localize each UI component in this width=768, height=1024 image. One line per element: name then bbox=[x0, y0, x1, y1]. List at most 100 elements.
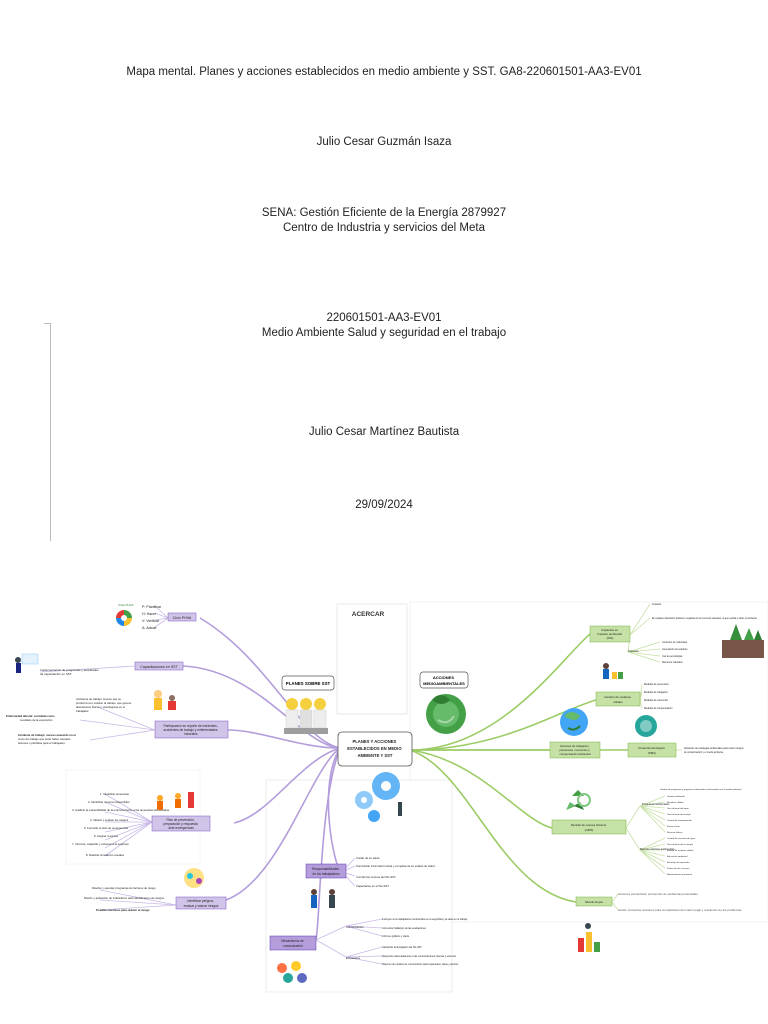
pia-label-1: Capacitar en bbox=[601, 628, 618, 632]
waste-label-1: Gestión de residuos bbox=[604, 695, 631, 699]
training-center: Centro de Industria y servicios del Meta bbox=[283, 222, 485, 234]
waste-measure-3: Medidas de corrección bbox=[644, 699, 669, 702]
training-label: Capacitaciones en SST bbox=[140, 665, 178, 669]
svg-text:PLANES Y ACCIONES ESTABLEC: PLANES Y ACCIONES ESTABLECIDOS EN MEDIO … bbox=[347, 739, 403, 758]
team-illustration bbox=[277, 961, 307, 983]
waste-node bbox=[595, 691, 641, 707]
incident-note-3b: curso del trabajo que pudo haber causado bbox=[18, 737, 71, 741]
document-date: 29/09/2024 bbox=[355, 499, 413, 511]
svg-text:Responsabilidades de los: Responsabilidades de los trabajadores bbox=[312, 867, 340, 876]
chart-illustration bbox=[578, 923, 600, 952]
risk-note-3: Posibles acciones para reducir el riesgo bbox=[96, 908, 150, 912]
phva-item-h: H: Hacer bbox=[142, 612, 157, 616]
pia-note-impact: Impacto bbox=[652, 602, 662, 606]
comm-note-4: Garantizar la divulgación del SG-SST bbox=[382, 946, 422, 949]
practice-4: Educación ambiental bbox=[667, 855, 688, 858]
waste-measure-1: Medidas de prevención bbox=[644, 683, 669, 686]
workers-illustration bbox=[284, 698, 328, 734]
practice-7: Mantenimiento preventivo bbox=[667, 873, 693, 876]
emergency-step-7: 7. Informar, capacitar y entrenar a la e… bbox=[72, 842, 129, 846]
pia-practice-4: Recursos naturales bbox=[662, 661, 683, 664]
resp-note-2: Suministrar información clara y completa… bbox=[356, 864, 435, 868]
emergency-label-2: preparación y respuesta bbox=[163, 822, 197, 826]
program-3: Uso eficiente del agua bbox=[667, 807, 689, 810]
incidents-label-3: laborales bbox=[185, 732, 198, 736]
svg-text:Aplicación de estrategias ambi: Aplicación de estrategias ambientales pa… bbox=[684, 747, 744, 754]
pma-note-2: de contaminación y el medio ambiente bbox=[684, 751, 724, 754]
recycling-worker-illustration bbox=[603, 663, 623, 679]
sst-title: PLANES SOBRE SST bbox=[286, 681, 331, 686]
recycle-icon bbox=[566, 790, 591, 810]
svg-text:Mecanismos de comunicaci: Mecanismos de comunicación bbox=[281, 939, 304, 948]
svg-text:Protección Ecológica (PM: Protección Ecológica (PMA) bbox=[639, 746, 666, 755]
recycle-node bbox=[551, 819, 627, 835]
program-7: Recurso hídrico bbox=[667, 831, 683, 834]
risk-illustration bbox=[184, 868, 204, 888]
risk-note-1: Diseñar y ejecutar programas de factores… bbox=[92, 886, 156, 890]
mitigation-label-2: prevención, corrección y bbox=[559, 748, 590, 752]
program-1: Gestión ambiental bbox=[667, 795, 685, 798]
emergency-step-6: 6. Asignar recursos bbox=[94, 834, 119, 838]
globe-recycle-illustration bbox=[635, 715, 657, 737]
pia-label-3: (PIA) bbox=[607, 636, 614, 640]
waste-measure-2: Medidas de mitigación bbox=[644, 691, 668, 694]
clean-world-node bbox=[575, 896, 613, 907]
env-title-1: ACCIONES bbox=[433, 675, 454, 680]
communication-node bbox=[269, 935, 317, 951]
student-name: Julio Cesar Guzmán Isaza bbox=[316, 136, 452, 148]
zoom-label[interactable]: ACERCAR bbox=[352, 611, 385, 618]
incidents-label-1: Participación en reporte de incidentes, bbox=[163, 724, 217, 728]
phva-item-a: A: Actuar bbox=[142, 626, 157, 630]
center-line-3: AMBIENTE Y SST bbox=[358, 753, 393, 758]
evidence-code: 220601501-AA3-EV01 bbox=[326, 312, 442, 324]
program-4: Uso eficiente de energía bbox=[667, 813, 691, 816]
svg-text:Capacitar en Impacto amb: Capacitar en Impacto ambiental (PIA) bbox=[597, 628, 622, 640]
svg-text:Gestión de residuos sóli: Gestión de residuos sólidos bbox=[604, 695, 632, 704]
svg-text:Enfermedad laboral: contraída: Enfermedad laboral: contraída como resul… bbox=[6, 714, 55, 722]
risk-note-2: Diseño y aplicación de indicadores para … bbox=[84, 896, 165, 900]
mitigation-node bbox=[549, 741, 601, 759]
waste-label-2: sólidos bbox=[613, 700, 623, 704]
phva-label: Ciclo PHVA bbox=[173, 616, 192, 620]
handshake-illustration bbox=[311, 889, 335, 908]
phva-item-p: P: Planificar bbox=[142, 605, 162, 609]
phva-item-v: V: Verificar bbox=[142, 619, 160, 623]
earth-illustration bbox=[426, 694, 466, 734]
comm-note-5: Responder adecuadamente a las comunicaci… bbox=[382, 955, 457, 958]
incident-note-2a: Enfermedad laboral: contraída como bbox=[6, 714, 55, 718]
pia-label-2: Impacto ambiental bbox=[597, 632, 622, 636]
responsibilities-label-2: de los trabajadores bbox=[312, 872, 340, 876]
subject-name: Medio Ambiente Salud y seguridad en el t… bbox=[261, 327, 507, 339]
center-node bbox=[337, 731, 413, 767]
practice-5: Reciclaje de materiales bbox=[667, 861, 691, 864]
incident-illustration bbox=[154, 690, 176, 710]
svg-text:Incidente de trabajo: suceso a: Incidente de trabajo: suceso acaecido en… bbox=[18, 733, 76, 745]
incident-note-1c: alteraciones físicas o psicológicas en e… bbox=[76, 705, 125, 709]
practice-3: Manejo de residuos sólidos bbox=[667, 849, 694, 852]
sst-title-node bbox=[281, 675, 335, 691]
forest-illustration bbox=[722, 624, 764, 658]
communication-label-2: comunicación bbox=[283, 944, 303, 948]
emergency-step-8: 8. Realizar simulacros anuales bbox=[86, 853, 125, 857]
svg-text:de capacitación en SST: de capacitación en SST bbox=[40, 672, 72, 676]
svg-text:Accidente de trabajo: suceso q: Accidente de trabajo: suceso que se prod… bbox=[76, 697, 132, 713]
phva-node bbox=[167, 612, 197, 622]
env-title-node bbox=[419, 671, 469, 689]
recycle-label-2: (GIRS) bbox=[585, 828, 594, 832]
incident-note-1d: trabajador. bbox=[76, 709, 89, 713]
pia-node bbox=[589, 625, 631, 643]
center-line-1: PLANES Y ACCIONES bbox=[352, 739, 396, 744]
margin-tick bbox=[44, 323, 51, 324]
risk-label-1: Identificar peligros, bbox=[187, 899, 214, 903]
recycle-group-2: Buenas prácticas ambientales bbox=[640, 847, 675, 851]
env-connectors bbox=[409, 633, 628, 903]
incidents-label-2: accidentes de trabajo y enfermedades bbox=[164, 728, 218, 732]
pia-note-definition: Es cualquier alteración positiva o negat… bbox=[652, 617, 758, 620]
env-title-2: MEDIOAMBIENTALES bbox=[423, 681, 465, 686]
clean-world-note-2: Acción correctiva: acciones para cumplim… bbox=[618, 908, 742, 912]
phva-logo-label: Ciclo PHVA bbox=[118, 603, 133, 607]
waste-measure-4: Medidas de compensación bbox=[644, 707, 673, 710]
recycle-label-1: Reciclar de manera eficiente bbox=[571, 823, 607, 827]
responsibilities-label-1: Responsabilidades bbox=[312, 867, 339, 871]
comm-note-6: Disponer de canales de comunicación para… bbox=[382, 963, 459, 966]
